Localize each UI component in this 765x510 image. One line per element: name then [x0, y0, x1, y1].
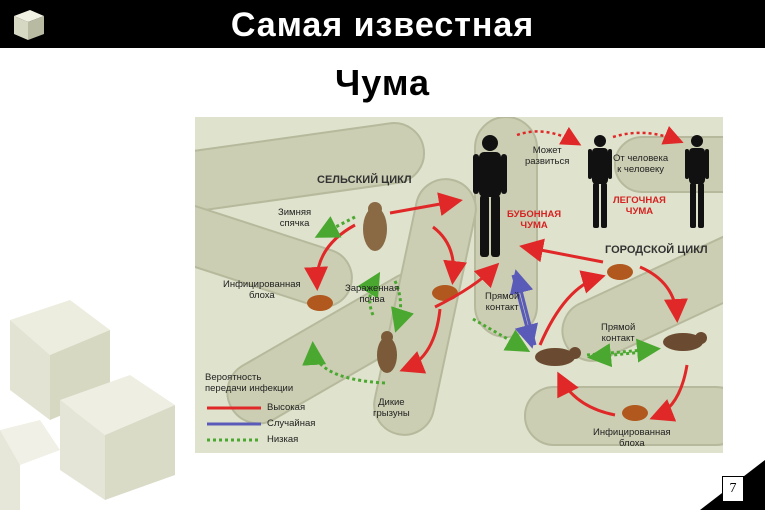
slide-title-line1: Самая известная — [230, 6, 535, 44]
urban-cycle-label: ГОРОДСКОЙ ЦИКЛ — [605, 244, 708, 256]
legend-high-label: Высокая — [267, 402, 306, 413]
diagram-graphics — [195, 117, 723, 446]
legend-occasional-label: Случайная — [267, 418, 316, 429]
slide-title-line2: Чума — [334, 62, 431, 103]
title-bar: Самая известная — [0, 0, 765, 48]
legend-low-label: Низкая — [267, 434, 299, 445]
decorative-cubes — [0, 300, 175, 510]
rural-cycle-label: СЕЛЬСКИЙ ЦИКЛ — [317, 174, 412, 186]
cube-logo-icon — [14, 10, 44, 40]
human-silhouettes — [473, 135, 709, 257]
animals — [307, 202, 707, 421]
page-number: 7 — [722, 476, 744, 502]
